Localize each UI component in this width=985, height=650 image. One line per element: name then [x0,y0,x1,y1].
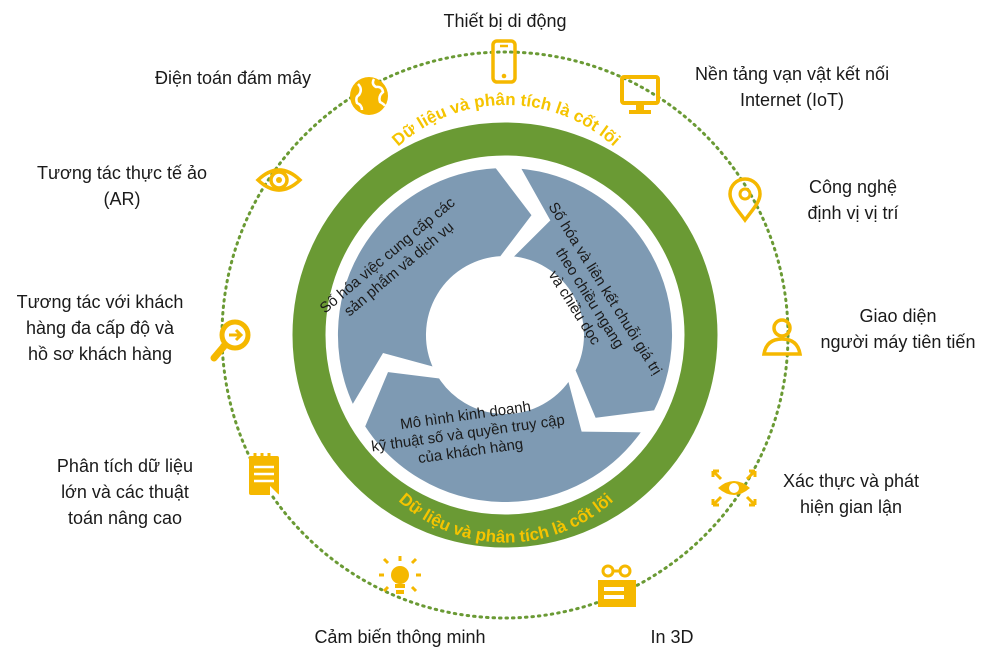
technology-label-line: Cảm biến thông minh [314,627,486,647]
technology-label-line: Điện toán đám mây [154,68,312,88]
technology-label-line: Internet (IoT) [739,90,845,110]
technology-label: Cảm biến thông minh [280,624,520,650]
technology-label-line: toán nâng cao [67,508,183,528]
technology-label-line: hồ sơ khách hàng [28,344,172,364]
technology-label-line: Tương tác với khách [16,292,184,312]
technology-label-line: Công nghệ [808,177,898,197]
technology-label-line: (AR) [103,189,141,209]
technology-label: In 3D [612,624,732,650]
technology-label-line: Xác thực và phát [782,471,920,491]
technology-label: Xác thực và phát hiện gian lận [751,468,951,520]
mobile-phone-icon [480,38,528,86]
notepad-icon [240,450,288,498]
technology-label-line: Thiết bị di động [443,11,567,31]
location-pin-icon [721,176,769,224]
cycle-segment-1 [335,166,534,409]
technology-label-line: định vị vị trí [807,203,899,223]
magnifier-icon [209,315,257,363]
technology-label: Điện toán đám mây [123,65,343,91]
cycle-segment-3 [362,369,645,504]
technology-label: Thiết bị di động [395,8,615,34]
technology-label-line: người máy tiên tiến [820,332,976,352]
technology-label-line: lớn và các thuật [61,482,189,502]
technology-label-line: Giao diện [859,306,937,326]
cycle-segment-2 [509,166,674,420]
technology-label: Giao diện người máy tiên tiến [798,303,985,355]
technology-label-line: Tương tác thực tế ảo [37,163,207,183]
technology-label-line: Phân tích dữ liệu [56,456,194,476]
eye-icon [255,156,303,204]
technology-label: Tương tác thực tế ảo (AR) [2,160,242,212]
person-icon [758,312,806,360]
technology-label: Công nghệ định vị vị trí [753,174,953,226]
technology-label-line: Nền tảng vạn vật kết nối [694,64,890,84]
printer-3d-icon [593,562,641,610]
globe-icon [345,72,393,120]
technology-label: Tương tác với khách hàng đa cấp độ và hồ s… [0,289,200,367]
technology-label: Phân tích dữ liệu lớn và các thuật toán nâ… [25,453,225,531]
eye-scan-icon [710,464,758,512]
technology-label-line: In 3D [650,627,694,647]
monitor-icon [616,70,664,118]
light-bulb-icon [376,553,424,601]
technology-label-line: hàng đa cấp độ và [25,318,175,338]
technology-label-line: hiện gian lận [799,497,903,517]
